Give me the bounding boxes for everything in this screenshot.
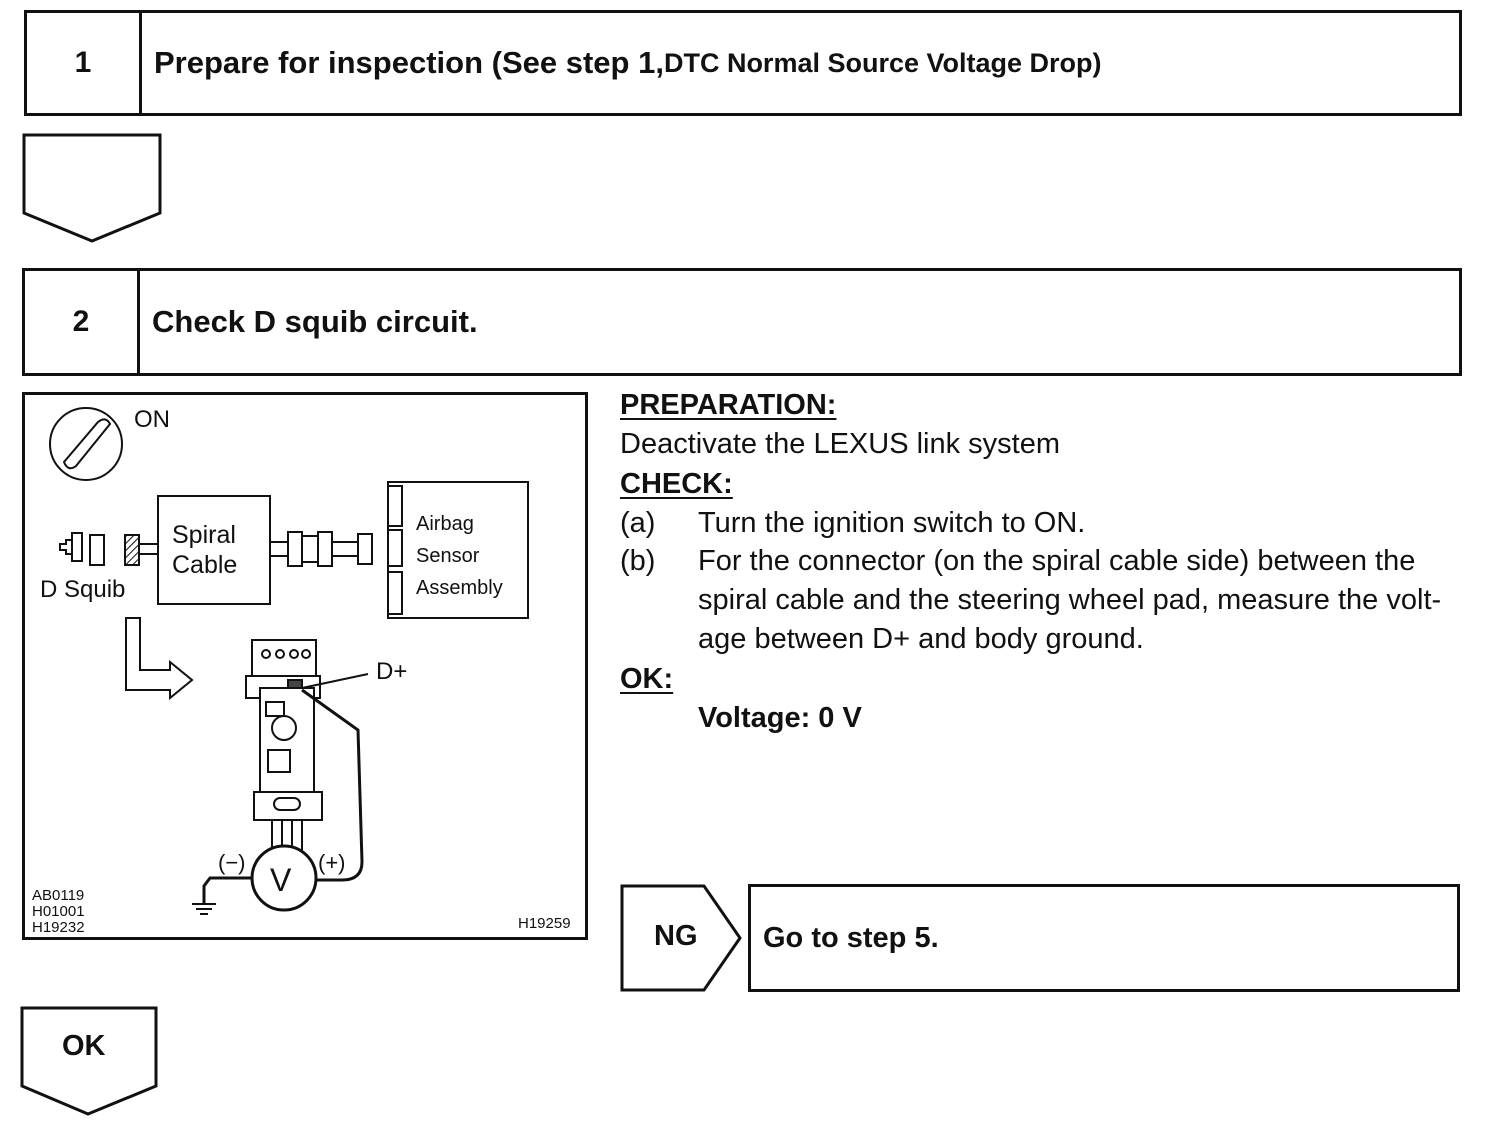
spiral-cable-line1: Spiral	[172, 521, 236, 549]
ng-label: NG	[654, 920, 698, 952]
fig-code-3: H19232	[32, 919, 85, 936]
d-squib-label: D Squib	[40, 576, 126, 603]
spiral-cable-label: Spiral Cable	[172, 520, 237, 580]
check-item-b-marker: (b)	[620, 545, 656, 577]
step-1-header: 1 Prepare for inspection (See step 1, DT…	[24, 10, 1462, 116]
fig-id: H19259	[518, 915, 571, 932]
d-plus-label: D+	[376, 658, 408, 685]
step-1-title: Prepare for inspection (See step 1, DTC …	[142, 13, 1459, 113]
fig-code-2: H01001	[32, 903, 85, 920]
ground-symbol-icon	[192, 903, 216, 915]
step-1-title-main: Prepare for inspection (See step 1,	[154, 45, 664, 80]
fig-code-1: AB0119	[32, 887, 85, 904]
ok-label: OK:	[620, 663, 674, 695]
check-item-a-marker: (a)	[620, 507, 656, 539]
check-item-b-line3: age between D+ and body ground.	[698, 623, 1144, 655]
ng-result-box: Go to step 5.	[748, 884, 1460, 992]
airbag-sensor-box	[387, 481, 529, 619]
step-2-title: Check D squib circuit.	[152, 304, 478, 339]
d-squib-connector-icon	[59, 532, 158, 566]
airbag-line2: Sensor	[416, 545, 480, 567]
ignition-on-label: ON	[134, 406, 170, 433]
airbag-line3: Assembly	[416, 577, 503, 599]
check-item-b-line1: For the connector (on the spiral cable s…	[698, 545, 1416, 577]
connector-line	[270, 531, 373, 567]
spiral-cable-line2: Cable	[172, 551, 238, 579]
step-2-number: 2	[25, 271, 140, 373]
check-item-b-line2: spiral cable and the steering wheel pad,…	[698, 584, 1442, 616]
check-label: CHECK:	[620, 468, 733, 500]
preparation-text: Deactivate the LEXUS link system	[620, 428, 1061, 460]
flow-arrow-down	[22, 133, 162, 243]
step-1-number: 1	[27, 13, 142, 113]
negative-probe-wire	[202, 876, 252, 904]
ignition-key-icon	[49, 407, 123, 481]
ok-result-label: OK	[62, 1030, 106, 1062]
preparation-label: PREPARATION:	[620, 389, 837, 421]
ng-tag	[620, 884, 742, 992]
circuit-diagram: ON Spiral Cable D Squib Airbag Sensor As…	[22, 392, 588, 940]
airbag-line1: Airbag	[416, 513, 474, 535]
diagram-drawing	[22, 392, 588, 940]
plus-terminal-label: (+)	[318, 850, 346, 875]
ok-flow-arrow	[20, 1006, 158, 1116]
connector-closeup-icon	[245, 639, 323, 850]
step-1-title-ref: DTC Normal Source Voltage Drop)	[663, 47, 1102, 78]
airbag-sensor-label: Airbag Sensor Assembly	[416, 508, 503, 604]
spiral-cable-box	[157, 495, 271, 605]
voltmeter-symbol: V	[270, 862, 292, 898]
step-2-header: 2 Check D squib circuit.	[22, 268, 1462, 376]
d-plus-leader-line	[301, 673, 369, 689]
minus-terminal-label: (−)	[218, 850, 246, 875]
check-item-a-text: Turn the ignition switch to ON.	[698, 507, 1086, 539]
pointer-arrow-icon	[125, 617, 194, 701]
ng-result-text: Go to step 5.	[763, 921, 939, 954]
positive-probe-wire	[301, 688, 364, 882]
ok-value: Voltage: 0 V	[698, 702, 862, 734]
